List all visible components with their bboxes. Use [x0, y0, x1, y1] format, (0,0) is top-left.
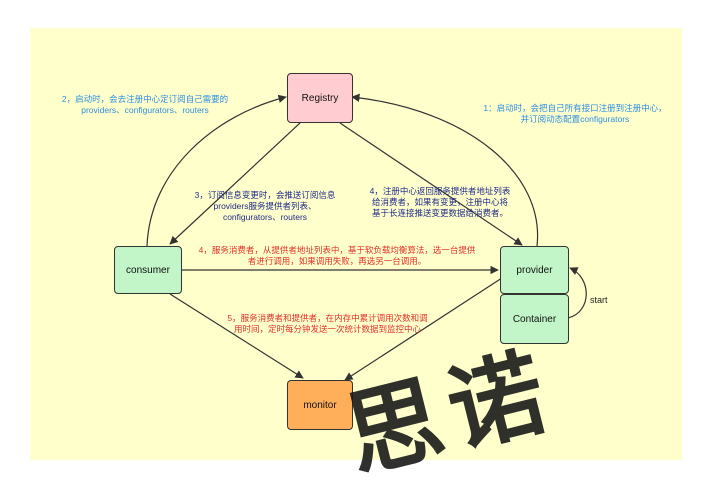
step1-line2: 并订阅动态配置configurators	[520, 114, 630, 124]
step5-note: 5，服务消费者和提供者，在内存中累计调用次数和调 用时间，定时每分钟发送一次统计…	[215, 313, 440, 335]
step4b-line1: 4，服务消费者，从提供者地址列表中，基于软负载均衡算法，选一台提供	[198, 245, 476, 255]
monitor-label: monitor	[303, 399, 337, 411]
arrow-registry-to-consumer	[169, 122, 301, 245]
step2-note: 2，启动时，会去注册中心定订阅自己需要的 providers、configura…	[40, 94, 250, 116]
step4a-line1: 4，注册中心返回服务提供者地址列表	[369, 186, 511, 196]
connector-layer	[146, 93, 587, 381]
registry-label: Registry	[301, 92, 339, 104]
step2-line2: providers、configurators、routers	[81, 105, 209, 115]
arrow-registry-to-provider	[339, 122, 523, 246]
step4a-line3: 基于长连接推送变更数据给消费者。	[371, 208, 508, 218]
step3-line3: configurators、routers	[222, 212, 308, 222]
container-label: Container	[512, 313, 557, 325]
monitor-node[interactable]: monitor	[287, 380, 353, 430]
step5-line1: 5，服务消费者和提供者，在内存中累计调用次数和调	[227, 313, 428, 323]
step3-line2: providers服务提供者列表、	[213, 201, 317, 211]
step4a-note: 4，注册中心返回服务提供者地址列表 给消费者，如果有变更，注册中心将 基于长连接…	[355, 186, 525, 219]
registry-node[interactable]: Registry	[287, 73, 353, 123]
step1-note: 1：启动时，会把自己所有接口注册到注册中心， 并订阅动态配置configurat…	[470, 103, 680, 125]
consumer-node[interactable]: consumer	[114, 246, 182, 294]
step4a-line2: 给消费者，如果有变更，注册中心将	[371, 197, 508, 207]
step3-note: 3，订阅信息变更时，会推送订阅信息 providers服务提供者列表、 conf…	[175, 190, 355, 223]
step4b-note: 4，服务消费者，从提供者地址列表中，基于软负载均衡算法，选一台提供 者进行调用，…	[182, 245, 492, 267]
arrow-start-loop	[567, 267, 587, 319]
arrow-consumer-to-registry	[146, 94, 287, 247]
arrow-provider-to-registry	[351, 93, 539, 247]
arrow-consumer-to-monitor	[169, 293, 304, 379]
provider-node[interactable]: provider	[500, 246, 569, 294]
provider-label: provider	[516, 264, 553, 276]
step3-line1: 3，订阅信息变更时，会推送订阅信息	[194, 190, 336, 200]
step4b-line2: 者进行调用，如果调用失败，再选另一台调用。	[247, 256, 427, 266]
start-label: start	[590, 295, 608, 305]
step1-line1: 1：启动时，会把自己所有接口注册到注册中心，	[483, 103, 667, 113]
arrow-provider-to-monitor	[344, 275, 506, 381]
step5-line2: 用时间，定时每分钟发送一次统计数据到监控中心	[233, 324, 421, 334]
container-node[interactable]: Container	[500, 294, 569, 344]
step2-line1: 2，启动时，会去注册中心定订阅自己需要的	[61, 94, 229, 104]
consumer-label: consumer	[126, 264, 170, 276]
